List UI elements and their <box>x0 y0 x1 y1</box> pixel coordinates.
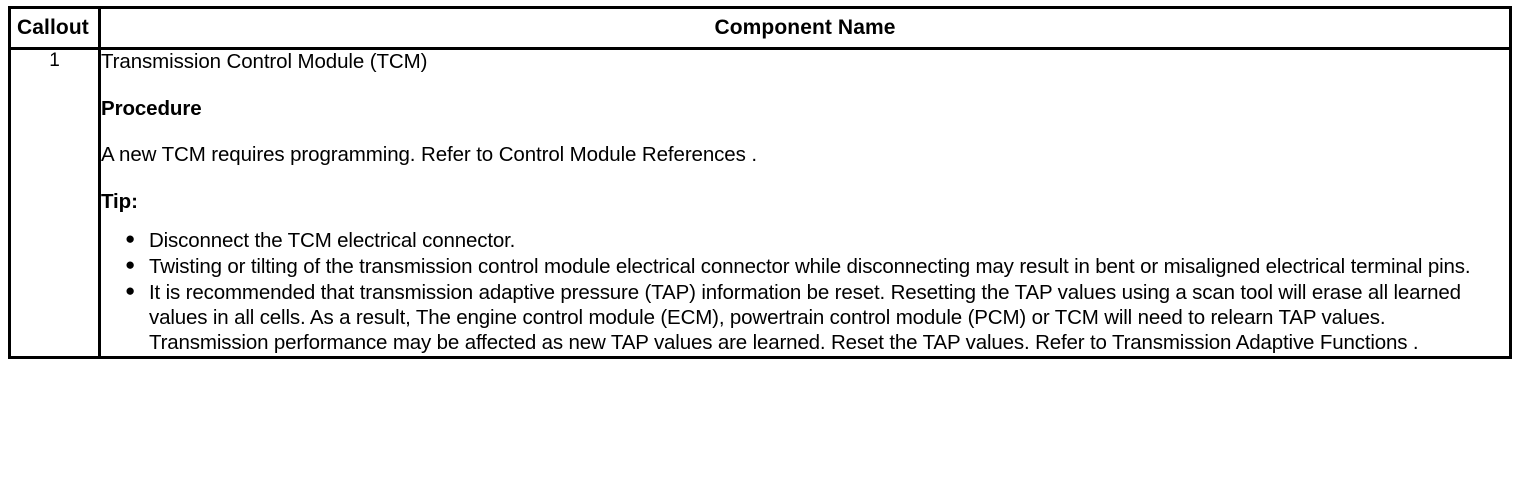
bullet-icon: ● <box>125 281 136 301</box>
list-item-text: Twisting or tilting of the transmission … <box>149 255 1471 279</box>
column-header-component-name: Component Name <box>98 6 1512 50</box>
component-detail-cell: Transmission Control Module (TCM) Proced… <box>98 46 1512 360</box>
tip-list: ● Disconnect the TCM electrical connecto… <box>101 228 1509 355</box>
list-item: ● It is recommended that transmission ad… <box>101 280 1509 355</box>
list-item-text: Disconnect the TCM electrical connector. <box>149 229 516 253</box>
table-header-row: Callout Component Name <box>8 6 1512 50</box>
bullet-icon: ● <box>125 255 136 275</box>
component-table: Callout Component Name 1 Transmission Co… <box>8 6 1512 360</box>
table-header: Callout Component Name <box>8 6 1512 50</box>
list-item-text: It is recommended that transmission adap… <box>149 281 1461 355</box>
table-row: 1 Transmission Control Module (TCM) Proc… <box>8 46 1512 360</box>
component-title: Transmission Control Module (TCM) <box>101 50 428 73</box>
list-item: ● Twisting or tilting of the transmissio… <box>101 254 1509 279</box>
callout-number: 1 <box>8 46 101 360</box>
column-header-callout: Callout <box>8 6 101 50</box>
bullet-icon: ● <box>125 229 136 249</box>
procedure-text: A new TCM requires programming. Refer to… <box>101 143 757 167</box>
procedure-heading: Procedure <box>101 96 202 120</box>
tip-heading: Tip: <box>101 189 138 213</box>
table-body: 1 Transmission Control Module (TCM) Proc… <box>8 46 1512 360</box>
list-item: ● Disconnect the TCM electrical connecto… <box>101 228 1509 253</box>
